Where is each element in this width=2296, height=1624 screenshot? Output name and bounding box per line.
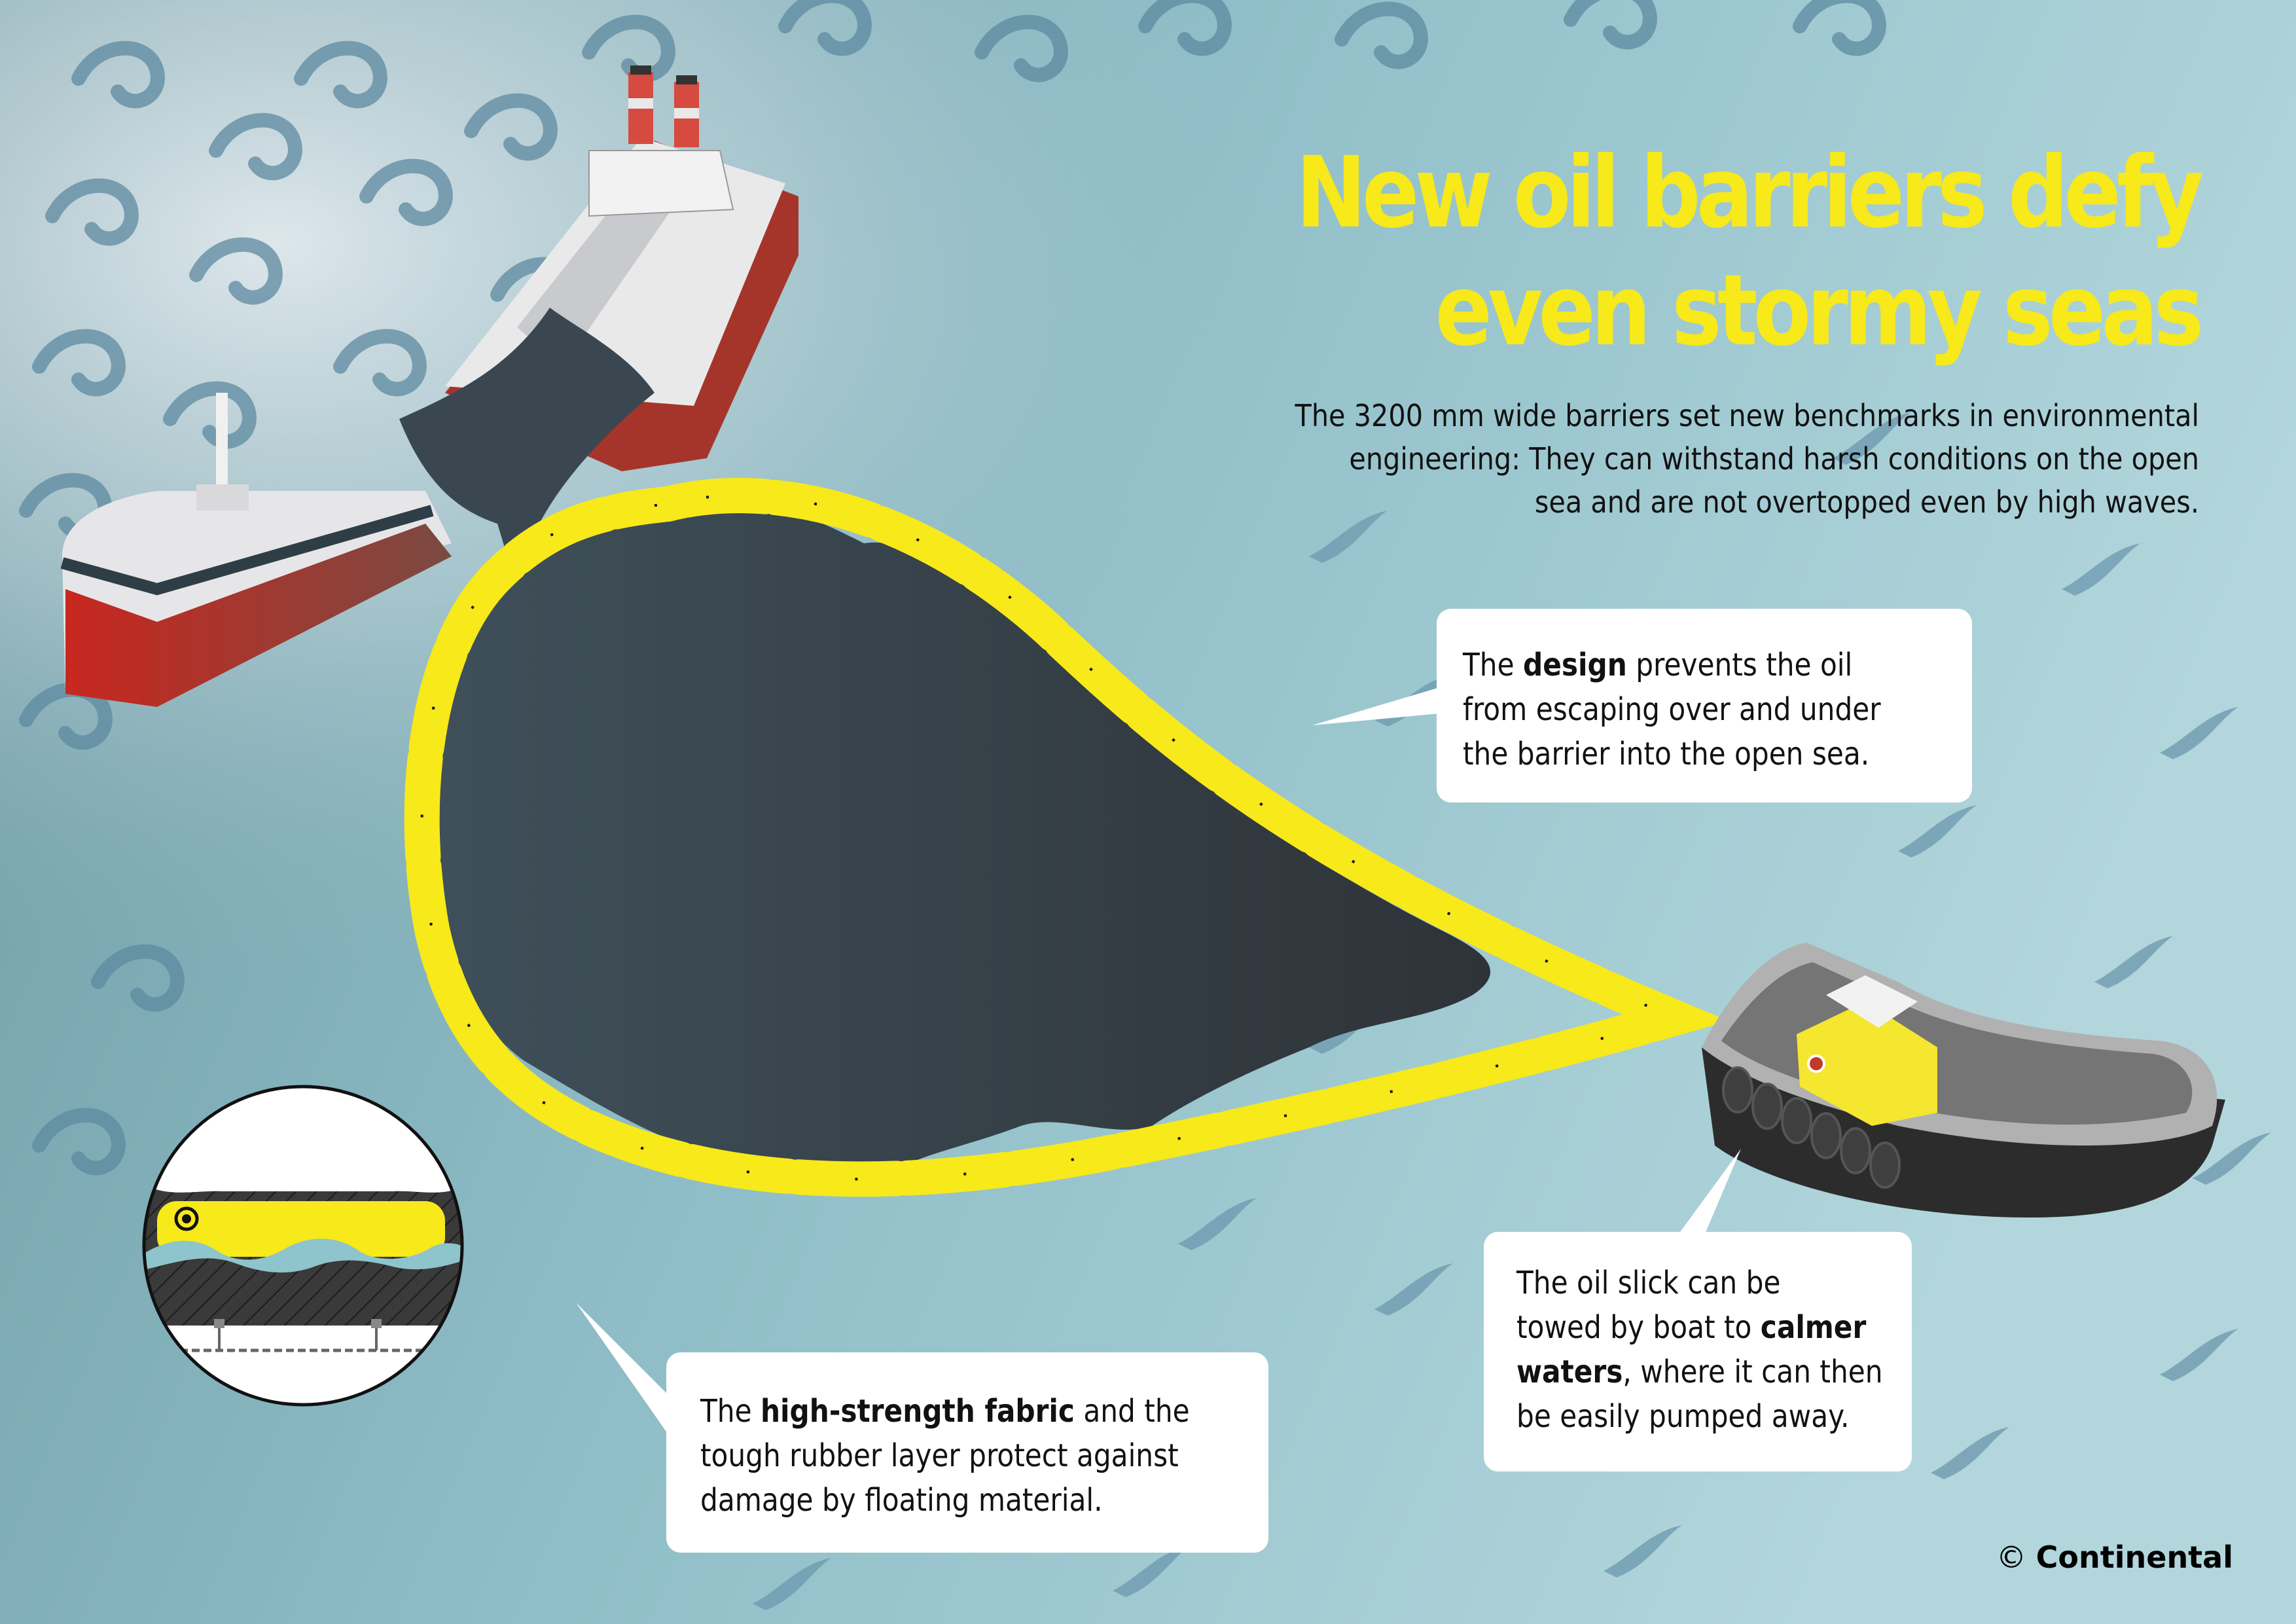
barrier-cross-section-inset xyxy=(144,1087,462,1405)
oil-stream xyxy=(399,308,655,655)
subtitle-line-1: The 3200 mm wide barriers set new benchm… xyxy=(1295,398,2199,433)
callout-fabric-line-3: damage by floating material. xyxy=(700,1482,1103,1519)
callout-tow-line-2-pre: towed by boat to xyxy=(1516,1309,1761,1346)
callout-design-bold: design xyxy=(1522,647,1627,683)
callout-design-line-2: from escaping over and under xyxy=(1463,691,1881,728)
brand-name: Continental xyxy=(2036,1540,2233,1575)
callout-fabric-bold: high-strength fabric xyxy=(760,1393,1075,1430)
callout-tow-line-1: The oil slick can be xyxy=(1516,1265,1781,1301)
barrier-cable xyxy=(404,478,1729,1197)
subtitle-line-3: sea and are not overtopped even by high … xyxy=(1534,484,2199,520)
oil-slick xyxy=(425,495,1491,1178)
copyright-notice: © Continental xyxy=(1996,1540,2233,1575)
callout-tow-line-3-post: , where it can then xyxy=(1623,1354,1883,1390)
callout-design-pointer xyxy=(1312,687,1440,725)
title-line-2: even stormy seas xyxy=(1435,254,2204,368)
callout-design-pre: The xyxy=(1463,647,1523,683)
callout-tow-line-3-bold: waters xyxy=(1516,1354,1623,1390)
callout-tow: The oil slick can be towed by boat to ca… xyxy=(1484,1232,1912,1471)
callout-fabric-line-2: tough rubber layer protect against xyxy=(700,1437,1179,1474)
callout-tow-line-2-bold: calmer xyxy=(1760,1309,1867,1346)
title-line-1: New oil barriers defy xyxy=(1295,136,2204,250)
copyright-icon: © xyxy=(1996,1540,2026,1575)
subtitle-line-2: engineering: They can withstand harsh co… xyxy=(1349,441,2199,477)
callout-fabric-post: and the xyxy=(1074,1393,1190,1430)
callout-tow-line-4: be easily pumped away. xyxy=(1516,1398,1850,1435)
callout-design-post: prevents the oil xyxy=(1626,647,1853,683)
callout-design: The design prevents the oil from escapin… xyxy=(1437,609,1972,803)
callout-fabric-pointer xyxy=(576,1303,668,1434)
callout-design-line-3: the barrier into the open sea. xyxy=(1463,736,1870,772)
callout-fabric-pre: The xyxy=(700,1393,761,1430)
tugboat-icon xyxy=(1702,943,2225,1218)
tanker-bow-icon xyxy=(60,393,452,707)
callout-fabric: The high-strength fabric and the tough r… xyxy=(666,1352,1268,1553)
page-title: New oil barriers defy even stormy seas xyxy=(1295,134,2204,370)
callout-tow-pointer xyxy=(1679,1149,1741,1234)
subtitle: The 3200 mm wide barriers set new benchm… xyxy=(1198,394,2199,524)
